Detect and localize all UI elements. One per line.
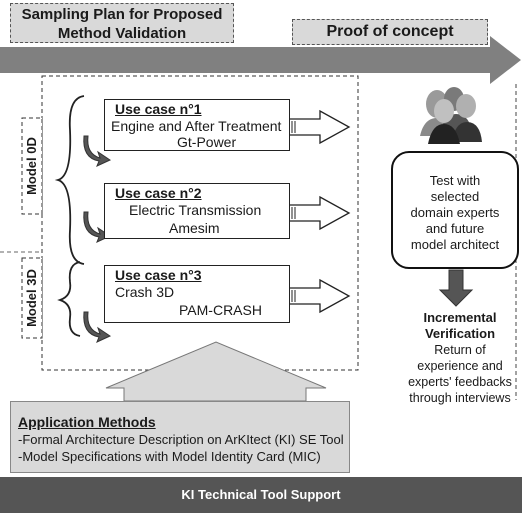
test-line1: Test with [429, 173, 481, 188]
use-case-3-line1: Crash 3D [115, 284, 175, 300]
test-with-experts-box: Test with selected domain experts and fu… [391, 151, 519, 269]
model-0d-label: Model 0D [24, 137, 39, 195]
model-0d-box [21, 117, 43, 215]
hollow-arrow-1 [287, 109, 351, 145]
sampling-plan-line1: Sampling Plan for Proposed [21, 6, 223, 23]
use-case-2-box: Use case n°2 Electric Transmission Amesi… [104, 183, 290, 239]
test-line2: selected [430, 189, 480, 204]
test-line5: model architect [410, 237, 500, 252]
verification-line2: experience and [417, 359, 503, 373]
ki-tool-support-bar: KI Technical Tool Support [0, 477, 522, 513]
curved-arrow-3 [83, 311, 112, 343]
verification-line3: experts' feedbacks [408, 375, 512, 389]
application-methods-box: Application Methods -Formal Architecture… [10, 401, 350, 473]
proof-of-concept-label: Proof of concept [326, 23, 454, 40]
ki-tool-support-label: KI Technical Tool Support [181, 487, 341, 502]
test-line3: domain experts [410, 205, 500, 220]
brace-0d [54, 95, 85, 265]
proof-of-concept-box: Proof of concept [292, 19, 488, 45]
use-case-1-line1: Engine and After Treatment [111, 118, 282, 134]
big-up-arrow-shape [105, 341, 327, 402]
verification-block: Incremental Verification Return of exper… [398, 310, 522, 406]
verification-line4: through interviews [409, 391, 511, 405]
use-case-1-title: Use case n°1 [115, 101, 202, 117]
use-case-2-line2: Amesim [169, 220, 220, 236]
use-case-2-line1: Electric Transmission [129, 202, 262, 218]
sampling-plan-line2: Method Validation [57, 25, 187, 42]
use-case-1-line2: Gt-Power [177, 134, 237, 150]
verification-title-line1: Incremental [423, 310, 497, 325]
use-case-1-box: Use case n°1 Engine and After Treatment … [104, 99, 290, 151]
use-case-container [41, 75, 359, 371]
sampling-plan-box: Sampling Plan for Proposed Method Valida… [10, 3, 234, 43]
hollow-arrow-3 [287, 278, 351, 314]
test-line4: and future [425, 221, 485, 236]
use-case-3-line2: PAM-CRASH [179, 302, 262, 318]
application-methods-title: Application Methods [18, 414, 156, 430]
down-arrow [438, 269, 474, 307]
verification-line1: Return of [434, 343, 486, 357]
brace-3d [57, 261, 81, 337]
use-case-3-box: Use case n°3 Crash 3D PAM-CRASH [104, 265, 290, 323]
application-item-2: -Model Specifications with Model Identit… [18, 449, 321, 464]
use-case-2-title: Use case n°2 [115, 185, 202, 201]
verification-title-line2: Verification [424, 326, 496, 341]
application-item-1: -Formal Architecture Description on ArKI… [18, 432, 344, 447]
people-group-icon [420, 87, 482, 144]
use-case-3-title: Use case n°3 [115, 267, 202, 283]
hollow-arrow-2 [287, 195, 351, 231]
curved-arrow-1 [83, 135, 112, 167]
timeline-arrow [0, 36, 521, 84]
curved-arrow-2 [83, 211, 112, 243]
model-3d-label: Model 3D [24, 269, 39, 327]
model-3d-box [21, 257, 43, 339]
